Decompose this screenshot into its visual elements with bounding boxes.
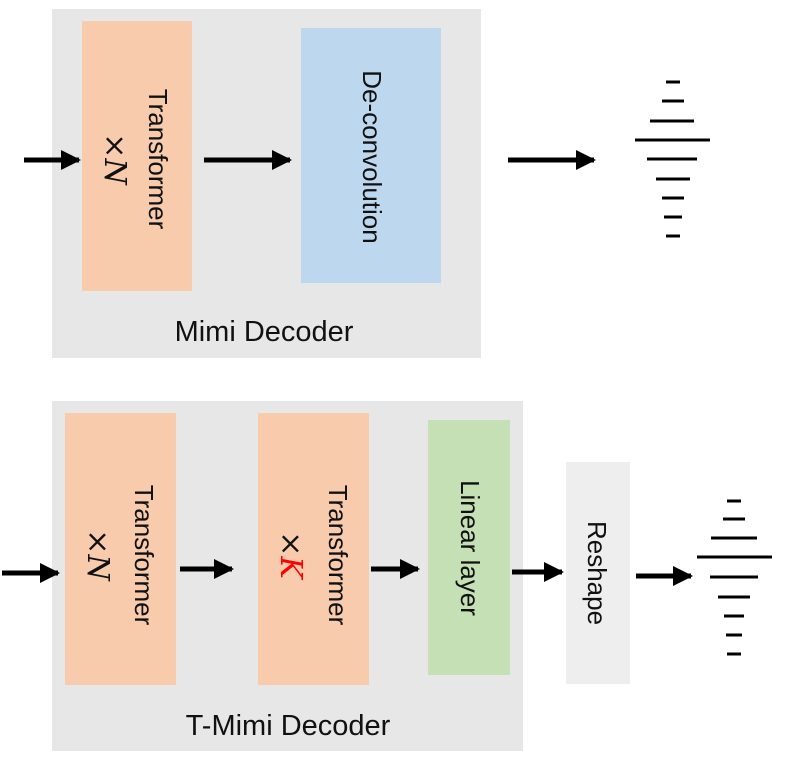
tmimi-decoder-caption: T-Mimi Decoder — [185, 710, 391, 742]
tmimi-linear-layer-block — [428, 420, 510, 675]
waveform-icon — [635, 80, 710, 238]
tmimi-transformer-k-block — [258, 413, 369, 685]
waveform-icon — [697, 499, 772, 656]
mimi-transformer-block — [82, 21, 192, 291]
mimi-deconvolution-block — [301, 28, 441, 283]
reshape-block — [566, 462, 630, 684]
mimi-decoder-caption: Mimi Decoder — [174, 316, 354, 348]
tmimi-transformer-n-block — [65, 413, 176, 685]
